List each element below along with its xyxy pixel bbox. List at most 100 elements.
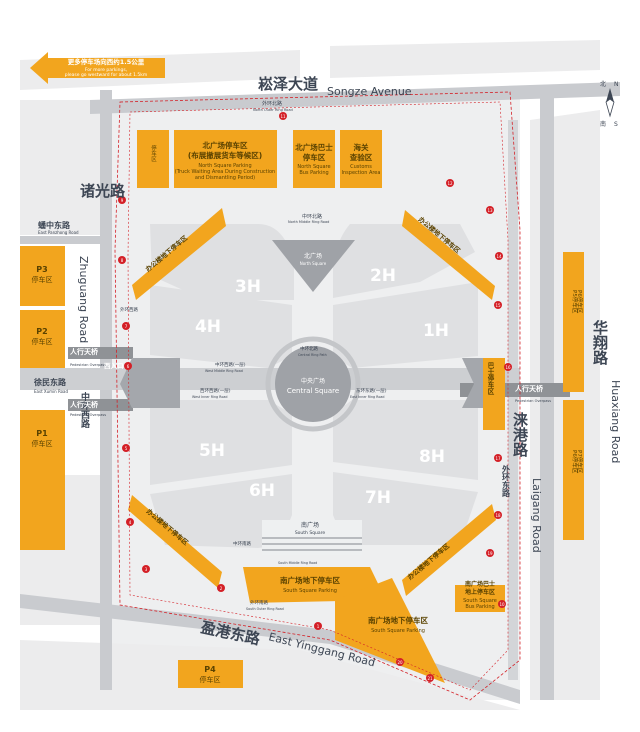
gate-number: 2	[220, 586, 223, 591]
compass-needle-icon	[606, 88, 614, 102]
parking-north-square	[174, 130, 277, 188]
ring-middle-north-en: North Middle Ring Road	[288, 220, 329, 224]
parking-p2-code: P2	[36, 327, 47, 336]
ring-south-middle-en: South Middle Ring Road	[278, 561, 317, 565]
bridge-west-2-en: Pedestrian Overpass	[70, 413, 106, 417]
parking-south-bus-cn2: 地上停车区	[465, 588, 495, 596]
road-laigang-cn: 涞港路	[511, 411, 529, 457]
road-west-en: Zhuguang Road	[77, 256, 90, 343]
gate-number: 18	[495, 513, 501, 518]
parking-north-bus-cn2: 停车区	[303, 152, 326, 162]
gate-number: 21	[427, 676, 433, 681]
bridge-west-1-en: Pedestrian Overpass	[70, 363, 106, 367]
gate-number: 13	[487, 208, 493, 213]
gate-marker	[122, 444, 130, 452]
hall-1h-label: 1H	[423, 321, 449, 341]
parking-north-square-cn1: 北广场停车区	[203, 140, 248, 150]
parking-p6-p7	[563, 400, 584, 540]
parking-north-bus-cn1: 北广场巴士	[295, 142, 333, 152]
parking-p1-cn: 停车区	[32, 439, 53, 448]
gate-marker	[142, 565, 150, 573]
north-square-cn: 北广场	[304, 252, 322, 260]
hall-8h-shape	[333, 400, 478, 480]
gate-marker	[122, 322, 130, 330]
parking-north-bus-en2: Bus Parking	[299, 170, 328, 176]
ring-west-inner-cn: 西环西路(一层)	[200, 387, 231, 394]
gate-marker	[494, 454, 502, 462]
gate-marker	[498, 600, 506, 608]
hall-3h-label: 3H	[235, 277, 261, 297]
gate-number: 7	[125, 324, 128, 329]
gate-marker	[486, 206, 494, 214]
parking-south-square	[243, 567, 386, 603]
gate-number: 5	[125, 446, 128, 451]
road-north-en: Songze Avenue	[327, 85, 412, 98]
hall-4h-shape	[150, 285, 292, 368]
ring-inner-en: Central Ring Path	[298, 353, 327, 357]
laigang-road	[508, 120, 518, 680]
parking-north-square-cn2: (布展撤展货车等候区)	[188, 150, 262, 160]
notice-cn: 更多停车场向西约1.5公里	[68, 57, 145, 66]
road-north-cn: 崧泽大道	[258, 75, 318, 93]
parking-p4-code: P4	[204, 665, 216, 674]
gate-marker	[494, 511, 502, 519]
red-route-outer	[114, 91, 521, 701]
ring-inner-cn: 中环北路	[300, 345, 318, 352]
road-xumin-en: East Xumin Road	[34, 389, 68, 394]
south-block	[20, 640, 520, 710]
gate-number: 1	[317, 624, 320, 629]
gate-markers	[118, 112, 512, 682]
ring-west-middle-en: West Middle Ring Road	[205, 369, 243, 373]
parking-north-square-en3: and Dismantling Period)	[195, 175, 255, 181]
gate-marker	[126, 518, 134, 526]
parking-customs-cn2: 查验区	[350, 152, 373, 162]
parking-p2-cn: 停车区	[32, 337, 53, 346]
parking-p5-line2: P6停车区	[576, 290, 584, 314]
parking-customs-en1: Customs	[350, 164, 372, 170]
parking-p1-code: P1	[36, 429, 48, 438]
road-xumin-cn: 徐民东路	[33, 377, 67, 387]
south-road-yinggang	[20, 594, 520, 704]
north-east-block	[330, 40, 600, 78]
gate-marker	[217, 584, 225, 592]
gate-number: 8	[121, 258, 124, 263]
bridge-east-en: Pedestrian Overpass	[515, 399, 551, 403]
stripe-2	[262, 543, 362, 545]
ring-west-inner-en: West Inner Ring Road	[192, 395, 227, 399]
gate-marker	[426, 674, 434, 682]
compass	[605, 88, 615, 118]
ring-outer-south-cn: 外环南路	[250, 599, 268, 606]
gate-number: 10	[499, 602, 505, 607]
road-east-en: Huaxiang Road	[609, 380, 622, 463]
bridge-west-2-cn: 人行天桥	[70, 400, 99, 409]
ring-east-inner-en: East Inner Ring Road	[350, 395, 384, 399]
north-square-en: North Square	[300, 261, 327, 266]
gate-marker	[279, 112, 287, 120]
gate-marker	[494, 301, 502, 309]
central-square-circle	[275, 346, 351, 422]
parking-customs-en2: Inspection Area	[342, 170, 381, 176]
road-west-cn: 诸光路	[80, 182, 126, 200]
hall-5h-label: 5H	[199, 441, 225, 461]
parking-south-bus-en1: South Square	[463, 598, 497, 604]
red-route-inner	[127, 101, 509, 691]
gate-marker	[504, 363, 512, 371]
parking-nw-underground	[132, 208, 226, 300]
gate-marker	[118, 196, 126, 204]
ring-middle-north-cn: 中环北路	[302, 213, 322, 220]
gate-number: 17	[495, 456, 501, 461]
parking-p3-cn: 停车区	[32, 275, 53, 284]
jingzhong-road	[20, 236, 100, 244]
parking-west-small	[137, 130, 169, 188]
parking-areas	[20, 130, 584, 688]
parking-p3	[20, 246, 65, 306]
parking-se-underground	[402, 504, 496, 596]
gate-number: 9	[121, 198, 124, 203]
central-ring	[265, 336, 361, 432]
gate-number-labels: 11 9 8 7 6 5 4 3 2 1 20 21 12 13 14 15 1…	[121, 114, 511, 681]
parking-north-square-en2: (Truck Waiting Area During Construction	[175, 169, 275, 175]
gate-number: 20	[397, 660, 403, 665]
hall-1h-shape	[333, 282, 478, 368]
hall-5h-shape	[150, 400, 292, 485]
parking-south-square-en: South Square Parking	[283, 588, 337, 594]
